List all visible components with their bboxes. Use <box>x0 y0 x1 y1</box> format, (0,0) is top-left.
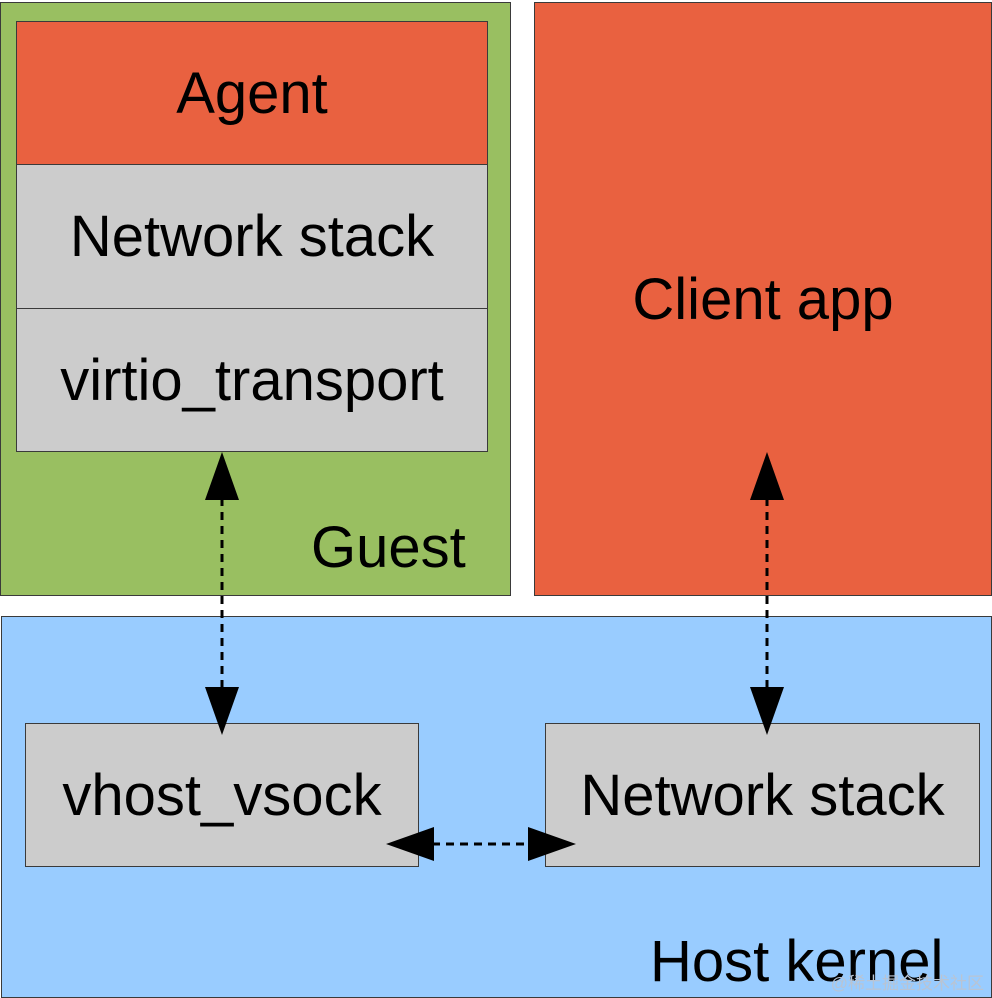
vhost-vsock-label: vhost_vsock <box>62 762 382 828</box>
virtio-transport-box: virtio_transport <box>16 308 488 452</box>
watermark: @稀土掘金技术社区 <box>830 974 984 993</box>
agent-box: Agent <box>16 21 488 165</box>
host-network-stack-box: Network stack <box>545 723 980 867</box>
guest-label: Guest <box>311 515 466 580</box>
host-kernel-label: Host kernel <box>650 929 944 994</box>
guest-network-stack-label: Network stack <box>69 204 435 269</box>
guest-network-stack-box: Network stack <box>16 164 488 309</box>
client-app-box: Client app <box>534 2 992 596</box>
client-app-label: Client app <box>632 266 894 332</box>
host-network-stack-label: Network stack <box>580 762 945 828</box>
vhost-vsock-box: vhost_vsock <box>25 723 419 867</box>
agent-label: Agent <box>176 60 328 126</box>
virtio-transport-label: virtio_transport <box>60 347 444 413</box>
